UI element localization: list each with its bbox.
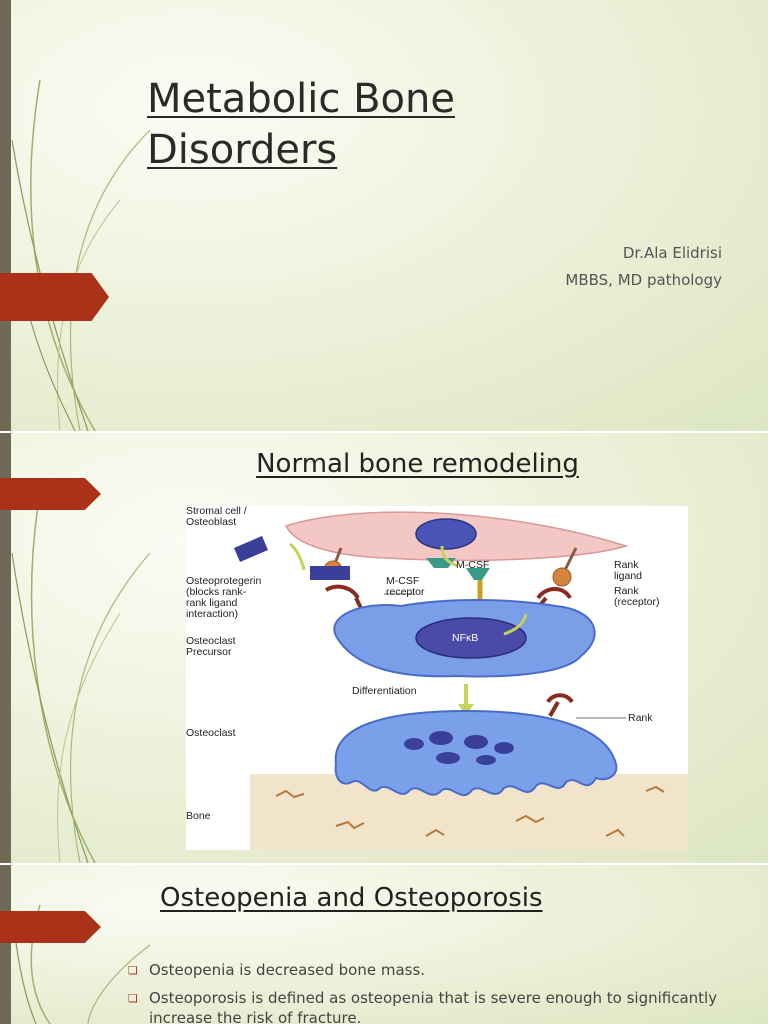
slide-title-text: Metabolic Bone Disorders [147,76,455,173]
slide-bone-remodeling: Normal bone remodeling [0,433,768,863]
slide-heading: Osteopenia and Osteoporosis [160,883,543,913]
label-rank-ligand: Rank ligand [614,559,643,582]
list-item: ❏ Osteoporosis is defined as osteopenia … [128,988,738,1024]
label-osteoprotegerin: Osteoprotegerin (blocks rank- rank ligan… [186,575,262,620]
label-stromal-cell: Stromal cell / Osteoblast [186,505,247,528]
slide-heading: Normal bone remodeling [256,449,579,479]
list-item: ❏ Osteopenia is decreased bone mass. [128,960,738,980]
decorative-curves [11,492,150,863]
author-name: Dr.Ala Elidrisi [622,244,722,262]
label-mcsf: M-CSF [456,559,490,571]
label-mcsf-receptor: M-CSF receptor [386,575,425,598]
bone-remodeling-diagram: Stromal cell / Osteoblast Osteoprotegeri… [186,506,688,850]
diagram-illustration [234,511,688,850]
label-nfkb: NFκB [452,632,479,644]
left-sidebar-bar [0,433,11,863]
bullet-box-icon: ❏ [128,992,138,1005]
accent-arrow [0,478,101,510]
bullet-box-icon: ❏ [128,964,138,977]
slide-title: Metabolic Bone Disorders Dr.Ala Elidrisi… [0,0,768,431]
left-sidebar-bar [0,865,11,1024]
slide-osteopenia: Osteopenia and Osteoporosis ❏ Osteopenia… [0,865,768,1024]
decorative-curves [11,79,150,431]
label-rank: Rank [628,712,653,724]
bullet-list: ❏ Osteopenia is decreased bone mass. ❏ O… [128,960,738,1024]
left-sidebar-bar [0,0,11,431]
author-block: Dr.Ala Elidrisi MBBS, MD pathology [565,240,722,294]
accent-arrow [0,273,109,321]
bullet-text: Osteopenia is decreased bone mass. [149,961,426,979]
label-rank-receptor: Rank (receptor) [614,585,660,608]
label-osteoclast: Osteoclast [186,727,236,739]
label-bone: Bone [186,810,211,822]
bullet-text: Osteoporosis is defined as osteopenia th… [149,989,718,1024]
label-differentiation: Differentiation [352,685,417,697]
accent-arrow [0,911,101,943]
label-osteoclast-precursor: Osteoclast Precursor [186,635,236,658]
author-credentials: MBBS, MD pathology [565,271,722,289]
